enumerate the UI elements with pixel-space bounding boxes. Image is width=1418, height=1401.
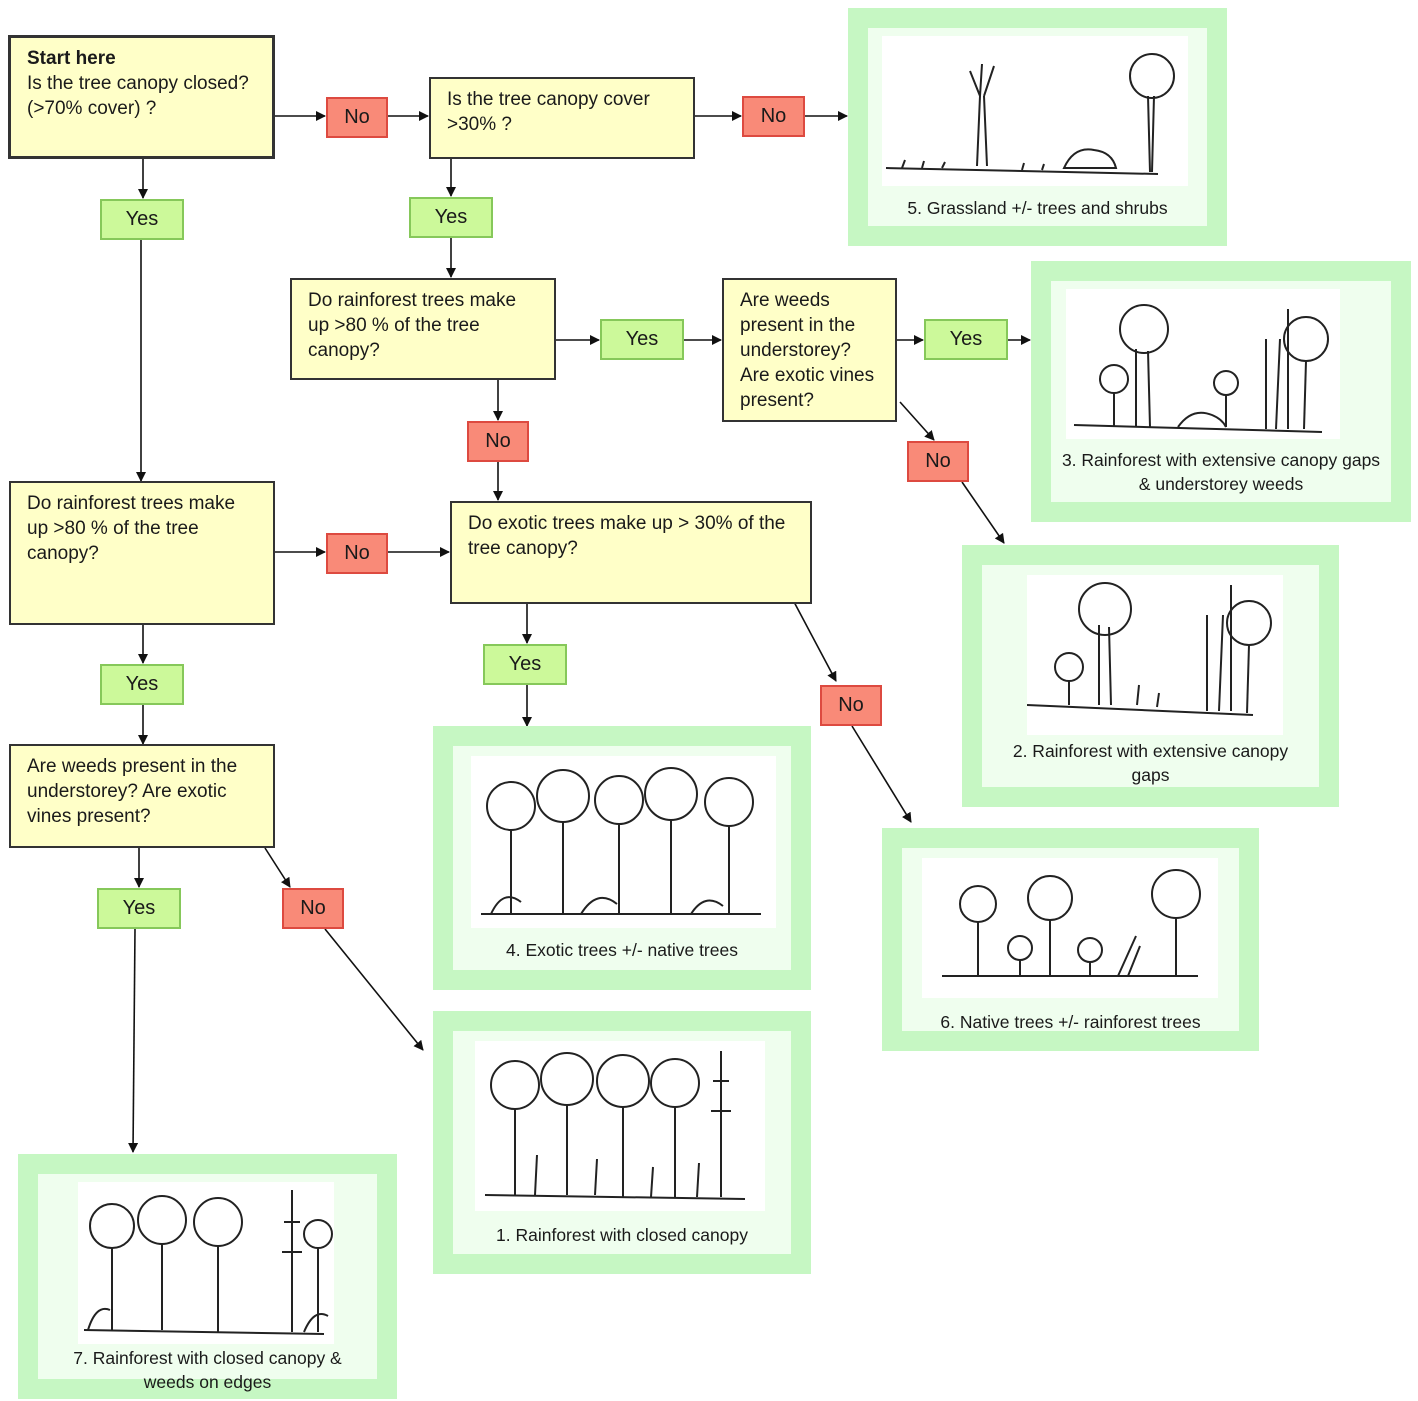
result-1-rainforest-closed: 1. Rainforest with closed canopy: [433, 1011, 811, 1274]
start-here-title: Start here: [27, 48, 116, 69]
result-2-rainforest-gaps: 2. Rainforest with extensive canopy gaps: [962, 545, 1339, 807]
no-label: No: [907, 441, 969, 482]
rainforest-gaps-illustration: [1027, 582, 1272, 716]
question-canopy-cover-30: Is the tree canopy cover >30% ?: [429, 77, 695, 159]
question-start: Start here Is the tree canopy closed? (>…: [8, 35, 275, 159]
no-label: No: [467, 421, 529, 462]
result-3-rainforest-gaps-weeds: 3. Rainforest with extensive canopy gaps…: [1031, 261, 1411, 522]
yes-label: Yes: [924, 319, 1008, 360]
question-canopy-closed-text: Is the tree canopy closed? (>70% cover) …: [27, 73, 249, 119]
result-7-rainforest-closed-weeds: 7. Rainforest with closed canopy & weeds…: [18, 1154, 397, 1399]
yes-label: Yes: [409, 197, 493, 238]
question-exotic-30: Do exotic trees make up > 30% of the tre…: [450, 501, 812, 604]
rainforest-closed-weeds-illustration: [83, 1190, 333, 1335]
question-rainforest-80-top: Do rainforest trees make up >80 % of the…: [290, 278, 556, 380]
yes-label: Yes: [100, 664, 184, 705]
no-label: No: [282, 888, 344, 929]
result-3-caption: 3. Rainforest with extensive canopy gaps…: [1061, 450, 1381, 494]
result-7-caption: 7. Rainforest with closed canopy & weeds…: [73, 1348, 342, 1392]
rainforest-gaps-weeds-illustration: [1073, 304, 1329, 433]
result-1-caption: 1. Rainforest with closed canopy: [496, 1225, 748, 1245]
result-5-grassland: 5. Grassland +/- trees and shrubs: [848, 8, 1227, 246]
result-4-caption: 4. Exotic trees +/- native trees: [506, 940, 738, 960]
result-4-exotic-trees: 4. Exotic trees +/- native trees: [433, 726, 811, 990]
result-6-native-trees: 6. Native trees +/- rainforest trees: [882, 828, 1259, 1051]
no-label: No: [742, 96, 805, 137]
result-6-caption: 6. Native trees +/- rainforest trees: [940, 1012, 1201, 1032]
exotic-trees-illustration: [481, 767, 761, 915]
question-rainforest-80-left: Do rainforest trees make up >80 % of the…: [9, 481, 275, 625]
yes-label: Yes: [100, 199, 184, 240]
grassland-illustration: [885, 53, 1175, 175]
rainforest-closed-illustration: [484, 1051, 746, 1200]
question-weeds-top: Are weeds present in the understorey? Ar…: [722, 278, 897, 422]
yes-label: Yes: [483, 644, 567, 685]
result-2-caption: 2. Rainforest with extensive canopy gaps: [1012, 741, 1289, 785]
no-label: No: [820, 685, 882, 726]
native-trees-illustration: [942, 869, 1201, 977]
yes-label: Yes: [600, 319, 684, 360]
result-5-caption: 5. Grassland +/- trees and shrubs: [907, 198, 1168, 218]
yes-label: Yes: [97, 888, 181, 929]
question-weeds-left: Are weeds present in the understorey? Ar…: [9, 744, 275, 848]
no-label: No: [326, 97, 388, 138]
no-label: No: [326, 533, 388, 574]
